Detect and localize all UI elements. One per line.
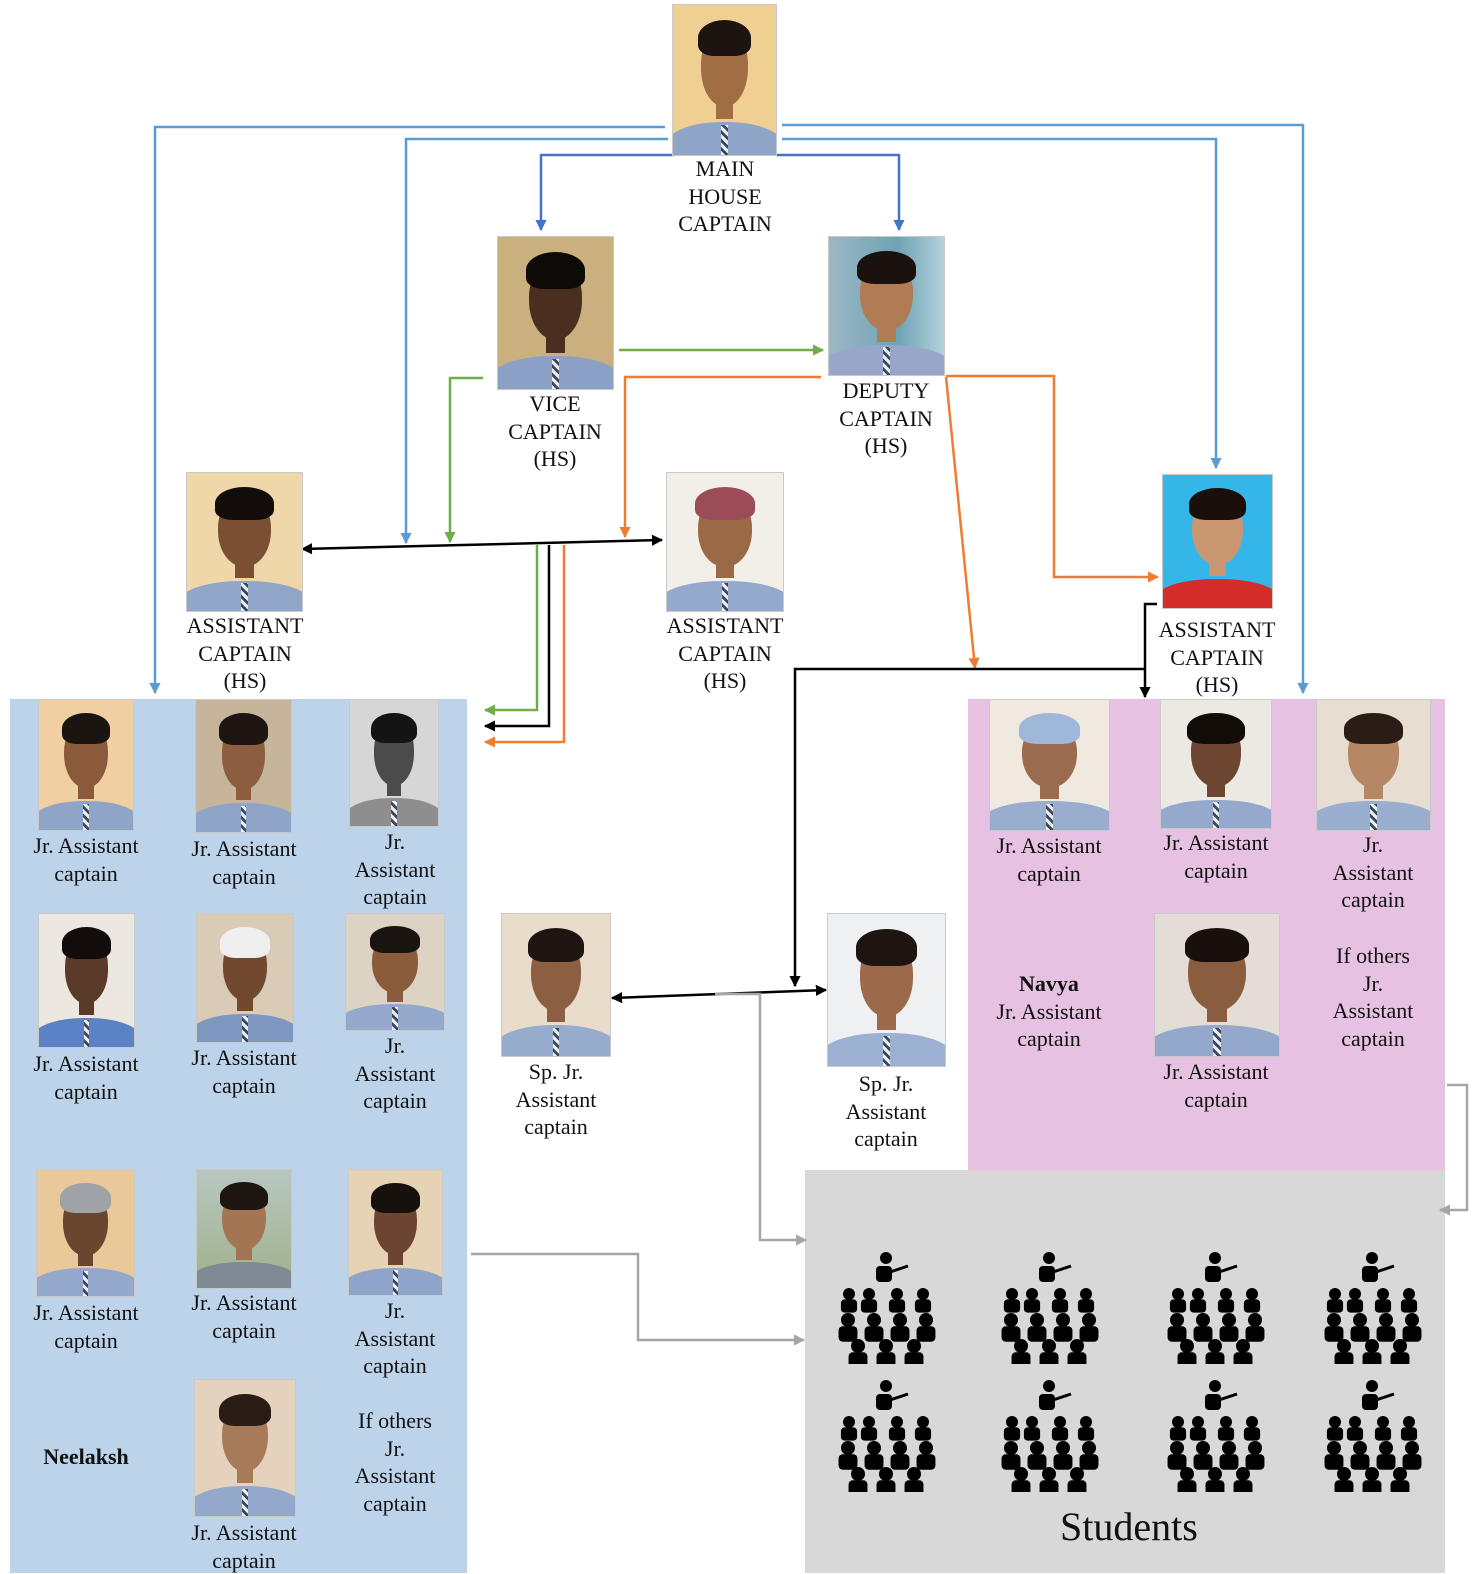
arrow-assistant-right-to-group bbox=[1139, 602, 1157, 699]
assistant-captain-photo bbox=[1162, 474, 1273, 609]
arrow-main-to-assistant-left bbox=[400, 137, 668, 545]
junior-captain-photo bbox=[1316, 699, 1431, 831]
arrow-assistant-right-to-sp-junior bbox=[789, 667, 1145, 988]
classroom-group-icon bbox=[834, 1380, 938, 1496]
junior-captain-photo bbox=[349, 699, 439, 827]
junior-captain-photo bbox=[38, 699, 134, 831]
classroom-group-icon bbox=[997, 1380, 1101, 1496]
classroom-group-icon bbox=[1163, 1380, 1267, 1496]
arrow-main-to-right-group bbox=[782, 123, 1309, 695]
arrow-assistants-link bbox=[300, 534, 664, 555]
arrow-deputy-to-right-group bbox=[944, 376, 980, 670]
arrow-main-to-left-group bbox=[149, 125, 665, 695]
arrow-deputy-to-assistant-right bbox=[946, 374, 1160, 583]
students-title: Students bbox=[1060, 1504, 1198, 1549]
arrow-main-to-assistant-right bbox=[782, 137, 1222, 470]
classroom-group-icon bbox=[1320, 1380, 1424, 1496]
junior-captain-photo bbox=[38, 913, 135, 1048]
classroom-group-icon bbox=[1163, 1252, 1267, 1368]
classroom-group-icon bbox=[834, 1252, 938, 1368]
junior-captain-photo bbox=[989, 699, 1110, 831]
arrow-link-to-left-group-green bbox=[483, 545, 539, 716]
junior-captain-photo bbox=[194, 1379, 296, 1517]
main-captain-photo bbox=[672, 4, 777, 156]
students-panel bbox=[805, 1170, 1445, 1573]
deputy-captain-photo bbox=[828, 236, 945, 376]
junior-captain-photo bbox=[345, 913, 445, 1031]
junior-captain-photo bbox=[1154, 913, 1280, 1057]
arrow-vice-to-assistant-left bbox=[444, 376, 483, 544]
junior-captain-photo bbox=[195, 699, 292, 833]
arrow-main-to-vice bbox=[535, 153, 675, 232]
classroom-group-icon bbox=[1320, 1252, 1424, 1368]
arrow-left-group-to-students bbox=[471, 1252, 806, 1346]
arrow-sp-juniors-to-students bbox=[715, 992, 808, 1246]
arrow-deputy-to-assistant-mid bbox=[619, 375, 821, 539]
special-junior-photo bbox=[501, 913, 611, 1057]
junior-captain-photo bbox=[1160, 699, 1272, 829]
arrow-link-to-left-group-orange bbox=[483, 545, 566, 748]
junior-captain-photo bbox=[36, 1169, 135, 1297]
classroom-group-icon bbox=[997, 1252, 1101, 1368]
named-member-label: Neelaksh bbox=[43, 1444, 129, 1469]
junior-captain-photo bbox=[196, 1169, 292, 1289]
arrow-main-to-deputy bbox=[776, 153, 905, 232]
special-junior-photo bbox=[827, 913, 946, 1067]
assistant-captain-photo bbox=[186, 472, 303, 612]
vice-captain-photo bbox=[497, 236, 614, 390]
junior-captain-photo bbox=[348, 1169, 443, 1296]
junior-captain-photo bbox=[196, 913, 294, 1043]
assistant-captain-photo bbox=[666, 472, 784, 612]
arrow-link-to-left-group-black bbox=[483, 545, 551, 732]
arrow-right-group-to-students bbox=[1438, 1083, 1469, 1216]
